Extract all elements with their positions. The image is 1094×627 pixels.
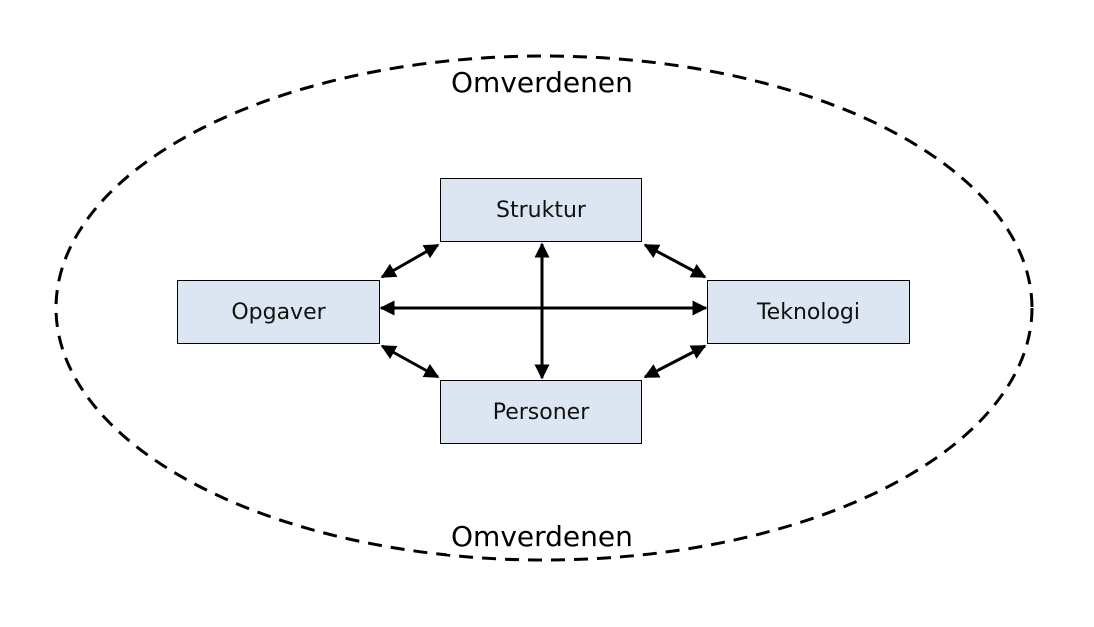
connector-teknologi-personer (643, 344, 707, 379)
connector-struktur-teknologi (643, 243, 707, 279)
connector-struktur-opgaver (380, 243, 440, 279)
node-opgaver: Opgaver (177, 280, 380, 344)
environment-label-bottom: Omverdenen (447, 520, 637, 554)
node-teknologi: Teknologi (707, 280, 910, 344)
environment-boundary (54, 54, 1034, 562)
node-struktur: Struktur (440, 178, 642, 242)
environment-label-top: Omverdenen (447, 66, 637, 100)
connector-opgaver-personer (380, 344, 440, 379)
node-personer: Personer (440, 380, 642, 444)
